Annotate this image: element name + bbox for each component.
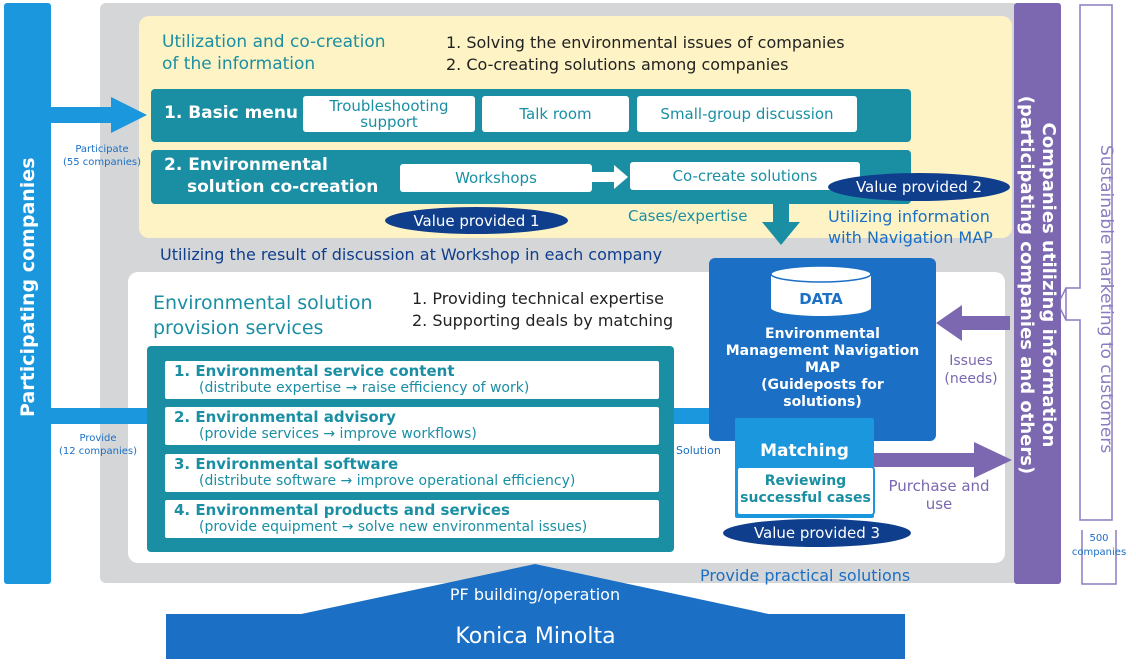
pf-building-label: PF building/operation	[449, 585, 621, 604]
practical-solutions-label: Provide practical solutions	[700, 566, 911, 585]
participating-companies-bar	[4, 3, 51, 584]
service-item-2[interactable]: 2. Environmental advisory (provide servi…	[165, 407, 659, 445]
service-item-title: 4. Environmental products and services	[174, 501, 510, 519]
service-item-title: 2. Environmental advisory	[174, 408, 396, 426]
service-item-subtitle: (provide services → improve workflows)	[199, 426, 477, 442]
solution-label: Solution	[676, 444, 721, 457]
konica-minolta-label: Konica Minolta	[455, 624, 616, 649]
konica-minolta-bar	[166, 614, 905, 659]
top-panel-points: 1. Solving the environmental issues of c…	[446, 33, 845, 74]
purchase-label: Purchase and use	[888, 477, 990, 513]
participate-label: Participate (55 companies)	[62, 144, 142, 168]
sustainable-marketing-label: Sustainable marketing to customers	[1096, 145, 1116, 454]
talk-room-button[interactable]: Talk room	[482, 96, 629, 132]
value-provided-1-badge: Value provided 1	[385, 207, 568, 234]
reviewing-cases-box: Reviewing successful cases	[736, 466, 875, 516]
basic-menu-label: 1. Basic menu	[164, 103, 299, 123]
services-panel-title: Environmental solution provision service…	[153, 292, 373, 339]
matching-label: Matching	[760, 441, 849, 461]
sustainable-company-count: 500 companies	[1071, 533, 1127, 558]
companies-utilizing-label: Companies utilizing information (partici…	[1016, 95, 1059, 475]
workshop-result-label: Utilizing the result of discussion at Wo…	[160, 245, 663, 264]
workshops-to-cocreate-arrow	[590, 162, 630, 192]
service-item-title: 1. Environmental service content	[174, 362, 455, 380]
data-cylinder-icon	[769, 264, 873, 318]
pf-building-triangle	[290, 562, 780, 616]
provide-label: Provide (12 companies)	[58, 433, 138, 457]
service-item-3[interactable]: 3. Environmental software (distribute so…	[165, 454, 659, 492]
value-provided-2-badge: Value provided 2	[828, 173, 1010, 201]
provide-connector	[51, 408, 147, 424]
cocreate-solutions-button[interactable]: Co-create solutions	[630, 162, 860, 190]
workshops-button[interactable]: Workshops	[400, 164, 592, 192]
issues-label: Issues (needs)	[944, 353, 998, 387]
map-description: Environmental Management Navigation MAP …	[725, 326, 920, 410]
service-item-4[interactable]: 4. Environmental products and services (…	[165, 500, 659, 538]
navigation-info-label: Utilizing information with Navigation MA…	[828, 207, 993, 247]
troubleshooting-support-button[interactable]: Troubleshooting support	[303, 96, 475, 132]
issues-arrow	[934, 303, 1012, 343]
service-item-subtitle: (distribute software → improve operation…	[199, 473, 576, 489]
solution-connector	[674, 408, 714, 424]
participating-companies-label: Participating companies	[17, 157, 39, 417]
data-label: DATA	[799, 290, 843, 308]
small-group-discussion-button[interactable]: Small-group discussion	[637, 96, 857, 132]
services-panel-points: 1. Providing technical expertise 2. Supp…	[412, 289, 674, 330]
cocreation-label: 2. Environmental solution co-creation	[164, 155, 379, 197]
participate-arrow	[51, 95, 151, 135]
service-item-title: 3. Environmental software	[174, 455, 399, 473]
service-item-subtitle: (provide equipment → solve new environme…	[199, 519, 588, 535]
service-item-subtitle: (distribute expertise → raise efficiency…	[199, 380, 530, 396]
companies-utilizing-bar	[1014, 3, 1061, 584]
value-provided-3-badge: Value provided 3	[723, 519, 911, 547]
cases-expertise-label: Cases/expertise	[628, 207, 748, 225]
cases-down-arrow	[760, 202, 802, 246]
top-panel-title: Utilization and co-creation of the infor…	[162, 32, 386, 74]
service-item-1[interactable]: 1. Environmental service content (distri…	[165, 361, 659, 399]
purchase-arrow	[874, 440, 1014, 480]
